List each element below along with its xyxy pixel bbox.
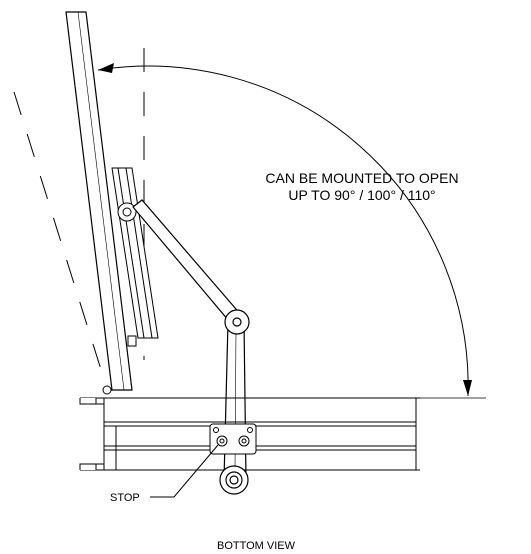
frame-header xyxy=(79,397,486,471)
door-leaf xyxy=(65,11,133,391)
annotation-line-2: UP TO 90° / 100° / 110° xyxy=(288,187,435,203)
arc-arrowhead-top xyxy=(98,63,114,73)
view-title: BOTTOM VIEW xyxy=(217,540,296,552)
hinge-knuckle xyxy=(102,385,112,395)
stop-label: STOP xyxy=(110,492,140,504)
annotation-line-1: CAN BE MOUNTED TO OPEN xyxy=(265,170,458,186)
closer-pivot xyxy=(117,202,137,222)
opening-arc xyxy=(97,65,469,397)
lower-pivot xyxy=(219,465,249,495)
forearm xyxy=(223,321,247,481)
stop-bracket xyxy=(209,423,257,455)
arc-arrowhead-bottom xyxy=(463,380,472,396)
elbow-joint xyxy=(224,309,250,335)
stop-leader xyxy=(150,444,219,498)
